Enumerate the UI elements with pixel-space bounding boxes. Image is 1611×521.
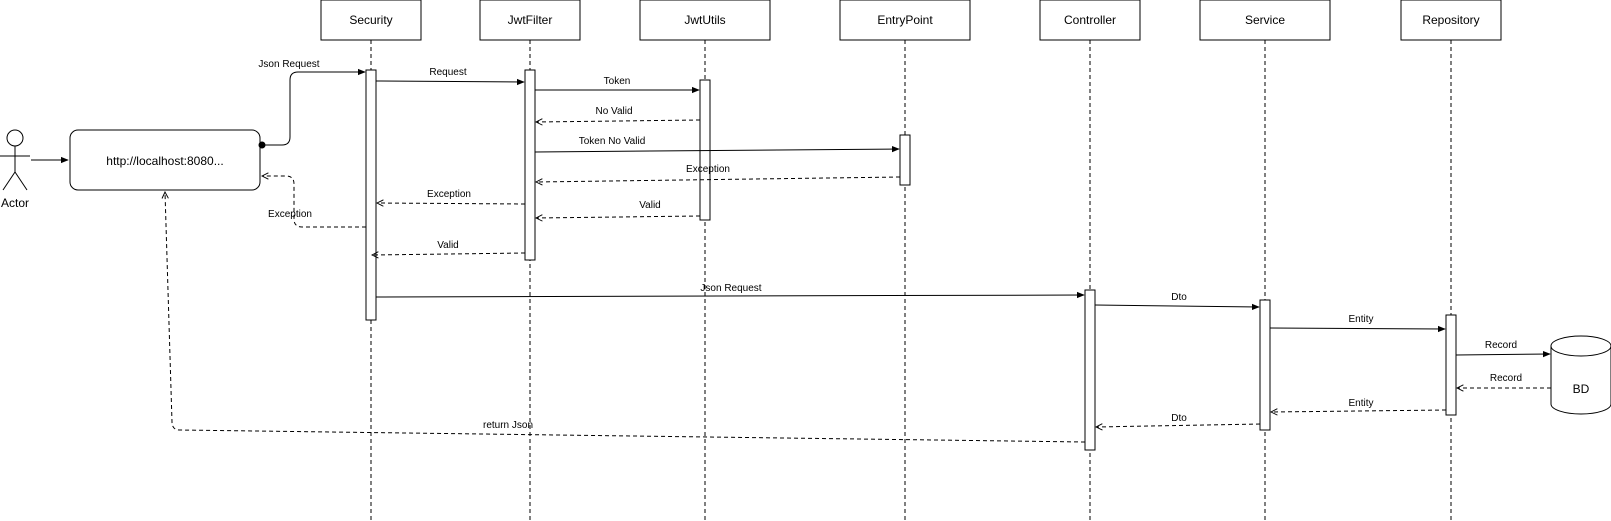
participant-controller: Controller xyxy=(1039,0,1141,41)
participant-label-controller: Controller xyxy=(1064,13,1116,27)
client-label: http://localhost:8080... xyxy=(106,154,223,168)
participant-jwtfilter: JwtFilter xyxy=(479,0,581,41)
msg-record-db xyxy=(1455,350,1551,358)
msg-return-json xyxy=(165,192,1086,443)
label-dto-service: Dto xyxy=(1171,292,1187,303)
msg-dto-return xyxy=(1096,424,1261,427)
participant-label-jwtutils: JwtUtils xyxy=(684,13,725,27)
label-entity-repository: Entity xyxy=(1348,314,1373,325)
msg-no-valid xyxy=(536,120,701,122)
label-record-return: Record xyxy=(1490,373,1522,384)
label-valid-utils: Valid xyxy=(639,200,661,211)
client-box: http://localhost:8080... xyxy=(69,129,261,191)
label-dto-return: Dto xyxy=(1171,413,1187,424)
label-entity-return: Entity xyxy=(1348,398,1373,409)
msg-request xyxy=(375,78,525,86)
msg-valid-utils xyxy=(536,216,701,218)
participant-jwtutils: JwtUtils xyxy=(639,0,771,41)
participant-label-entrypoint: EntryPoint xyxy=(877,13,933,27)
activation-jwtutils xyxy=(699,79,711,221)
activation-security xyxy=(365,69,377,321)
participant-label-service: Service xyxy=(1245,13,1285,27)
msg-dto-service xyxy=(1094,303,1260,311)
participant-repository: Repository xyxy=(1400,0,1502,41)
label-json-request-controller: Json Request xyxy=(700,283,761,294)
database-cylinder: BD xyxy=(1550,335,1611,415)
msg-json-request-in xyxy=(262,68,366,146)
participant-security: Security xyxy=(320,0,422,41)
activation-jwtfilter xyxy=(524,69,536,261)
label-return-json: return Json xyxy=(483,420,533,431)
msg-token-no-valid xyxy=(534,145,900,153)
msg-entity-return xyxy=(1271,410,1447,412)
label-token: Token xyxy=(604,76,631,87)
label-request: Request xyxy=(429,67,466,78)
msg-json-request-controller xyxy=(375,291,1085,299)
actor-label: Actor xyxy=(1,196,29,210)
label-exception-client: Exception xyxy=(268,209,312,220)
activation-repository xyxy=(1445,314,1457,416)
actor-figure xyxy=(0,129,30,191)
participant-entrypoint: EntryPoint xyxy=(839,0,971,41)
participant-service: Service xyxy=(1199,0,1331,41)
label-no-valid: No Valid xyxy=(595,106,632,117)
label-token-no-valid: Token No Valid xyxy=(579,136,646,147)
activation-bars xyxy=(365,69,1457,451)
activation-service xyxy=(1259,299,1271,431)
database-label: BD xyxy=(1573,382,1590,396)
msg-exception-filter xyxy=(377,203,526,204)
label-json-request-in: Json Request xyxy=(258,59,319,70)
activation-controller xyxy=(1084,289,1096,451)
label-exception-filter: Exception xyxy=(427,189,471,200)
participant-label-security: Security xyxy=(349,13,392,27)
label-valid-filter: Valid xyxy=(437,240,459,251)
msg-valid-filter xyxy=(372,253,526,255)
activation-entrypoint xyxy=(899,134,911,186)
msg-entity-repository xyxy=(1269,325,1446,333)
participant-label-jwtfilter: JwtFilter xyxy=(508,13,553,27)
label-record-db: Record xyxy=(1485,340,1517,351)
msg-exception-client xyxy=(262,176,366,228)
label-exception-entrypoint: Exception xyxy=(686,164,730,175)
msg-exception-entrypoint xyxy=(536,176,901,182)
participant-label-repository: Repository xyxy=(1422,13,1479,27)
